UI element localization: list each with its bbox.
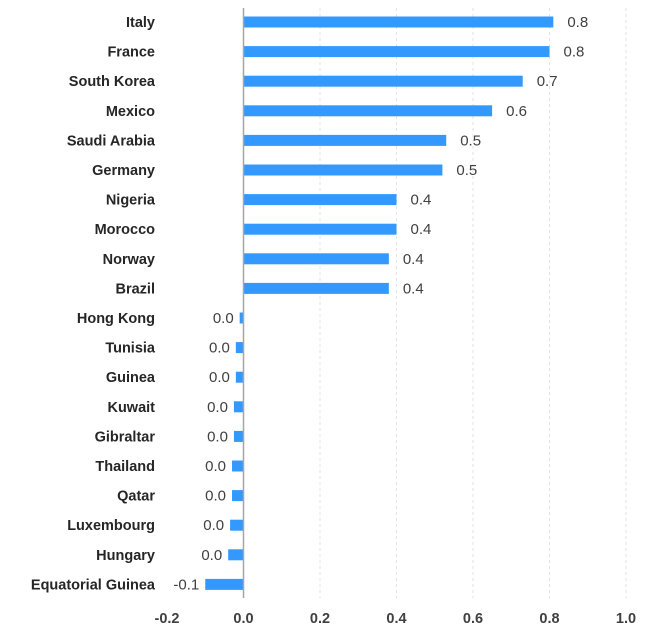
x-tick-label: 0.6	[463, 611, 483, 627]
bars	[205, 16, 554, 590]
category-label: France	[107, 45, 155, 61]
data-label: 0.0	[207, 428, 228, 445]
bar	[205, 578, 244, 590]
category-label: Hungary	[96, 548, 155, 564]
bar	[243, 253, 389, 265]
data-label: 0.6	[506, 103, 527, 120]
grid-lines	[319, 8, 627, 598]
category-label: Luxembourg	[67, 518, 155, 534]
bar	[228, 549, 244, 561]
data-label: 0.8	[564, 44, 585, 61]
x-tick-label: 0.0	[233, 611, 253, 627]
bar	[230, 519, 244, 531]
data-label: 0.0	[209, 369, 230, 386]
category-label: Germany	[92, 163, 155, 179]
category-label: Gibraltar	[95, 429, 156, 445]
data-label: 0.4	[403, 251, 424, 268]
data-label: 0.0	[205, 458, 226, 475]
bar	[243, 16, 554, 28]
category-label: Nigeria	[106, 193, 156, 209]
category-label: Qatar	[117, 489, 155, 505]
bar	[243, 134, 447, 146]
data-label: 0.8	[567, 14, 588, 31]
bar	[233, 430, 244, 442]
data-label: -0.1	[173, 576, 199, 593]
bar	[243, 75, 523, 87]
bar	[232, 490, 244, 502]
data-label: 0.5	[460, 132, 481, 149]
bar	[233, 401, 244, 413]
bar	[243, 105, 493, 117]
x-tick-label: 1.0	[616, 611, 636, 627]
data-label: 0.0	[205, 488, 226, 505]
category-label: Equatorial Guinea	[31, 577, 156, 593]
bar	[232, 460, 244, 472]
data-label: 0.0	[209, 340, 230, 357]
category-label: Kuwait	[107, 400, 155, 416]
data-label: 0.7	[537, 73, 558, 90]
category-label: Thailand	[95, 459, 155, 475]
bar	[239, 312, 244, 324]
data-label: 0.4	[411, 192, 432, 209]
bar	[243, 282, 389, 294]
bar	[243, 164, 443, 176]
category-label: South Korea	[69, 74, 156, 90]
bar	[235, 342, 244, 354]
data-label: 0.0	[201, 547, 222, 564]
category-label: Guinea	[106, 370, 156, 386]
data-labels: 0.8 0.8 0.7 0.6 0.5 0.5 0.4 0.4 0.4 0.4 0.0 0.0 0.0 0…	[173, 14, 588, 593]
category-label: Morocco	[95, 222, 156, 238]
x-tick-labels: -0.2 0.0 0.2 0.4 0.6 0.8 1.0	[155, 611, 637, 627]
category-label: Saudi Arabia	[67, 133, 156, 149]
bar	[243, 223, 397, 235]
x-tick-label: 0.8	[539, 611, 559, 627]
category-label: Norway	[103, 252, 155, 268]
data-label: 0.0	[213, 310, 234, 327]
x-tick-label: -0.2	[155, 611, 180, 627]
category-label: Mexico	[106, 104, 155, 120]
data-label: 0.4	[403, 280, 424, 297]
data-label: 0.5	[456, 162, 477, 179]
bar	[243, 194, 397, 206]
data-label: 0.4	[411, 221, 432, 238]
category-label: Brazil	[116, 281, 156, 297]
category-label: Tunisia	[105, 341, 156, 357]
bar	[243, 46, 550, 58]
bar	[235, 371, 244, 383]
category-label: Italy	[126, 15, 155, 31]
category-label: Hong Kong	[77, 311, 155, 327]
data-label: 0.0	[203, 517, 224, 534]
data-label: 0.0	[207, 399, 228, 416]
x-tick-label: 0.2	[310, 611, 330, 627]
x-tick-label: 0.4	[386, 611, 406, 627]
